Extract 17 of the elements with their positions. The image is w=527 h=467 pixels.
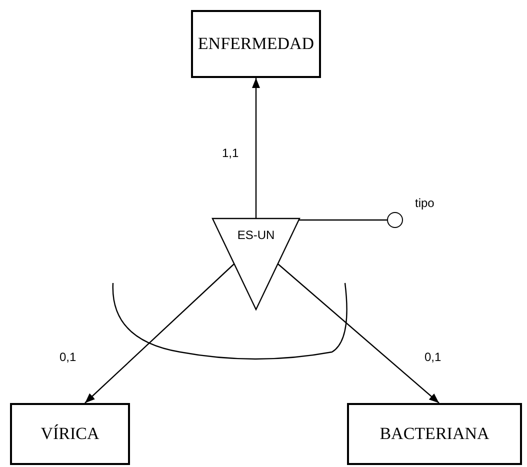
arrow [252,78,260,218]
entity-box [347,403,522,465]
attribute-name: tipo [415,196,434,210]
isa-label: ES-UN [237,228,275,242]
cardinality-label: 0,1 [424,350,442,364]
entity-name: BACTERIANA [380,424,490,444]
entity-name: ENFERMEDAD [198,34,314,54]
isa-triangle [212,218,300,310]
entity-box [191,10,321,78]
arrow [278,264,440,404]
cardinality-label: 0,1 [60,350,76,364]
entity-name: VÍRICA [40,424,100,444]
connector-line [299,219,387,221]
arrow [84,264,234,404]
cardinality-label: 1,1 [222,146,239,160]
attribute-circle [387,212,403,228]
entity-box [10,403,130,465]
